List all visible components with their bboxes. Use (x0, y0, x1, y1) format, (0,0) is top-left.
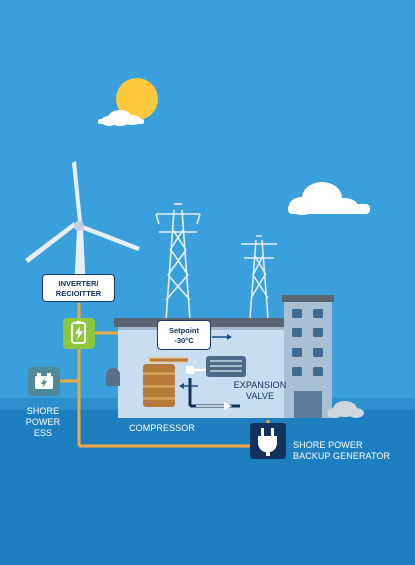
inverter-label-line-1: INVERTER/ (58, 279, 99, 288)
compressor-label: COMPRESSOR (129, 423, 196, 433)
battery-charging-icon[interactable] (63, 318, 95, 349)
refrigerant-piping (179, 366, 240, 410)
shore-power-ess-label: SHORE POWER ESS (20, 406, 66, 439)
shore-power-ess-line-2: POWER (25, 417, 61, 427)
evaporator-coil-icon (206, 356, 246, 377)
tank-icon (143, 357, 188, 407)
vent-dome-icon (106, 368, 120, 386)
setpoint-label-line-2: -30°C (174, 336, 194, 345)
plug-icon[interactable] (250, 423, 286, 459)
expansion-valve-line-2: VALVE (245, 391, 275, 401)
setpoint-arrow (212, 334, 232, 340)
sea (0, 398, 415, 565)
bushes-icon (327, 401, 364, 418)
office-building (282, 295, 334, 418)
setpoint-label-box: Setpoint -30°C (157, 320, 211, 350)
cloud-small-icon (98, 110, 144, 126)
shore-power-ess-line-3: ESS (33, 428, 53, 438)
setpoint-label-line-1: Setpoint (169, 326, 199, 335)
pylon-right-icon (241, 235, 277, 319)
shore-power-ess-line-1: SHORE (26, 406, 60, 416)
sun-icon (116, 78, 158, 120)
inverter-label-line-2: RECIOITTER (55, 289, 102, 298)
power-wiring (60, 303, 270, 448)
shore-power-backup-line-1: SHORE POWER (293, 440, 363, 450)
expansion-valve-label: EXPANSION VALVE (230, 380, 290, 402)
cloud-large-icon (288, 182, 370, 215)
battery-icon[interactable] (28, 367, 60, 396)
expansion-valve-line-1: EXPANSION (233, 380, 287, 390)
pylon-left-icon (155, 203, 201, 321)
shore-power-backup-line-2: BACKUP GENERATOR (293, 451, 391, 461)
shore-power-backup-label: SHORE POWER BACKUP GENERATOR (293, 440, 390, 462)
wind-turbine-icon (25, 161, 140, 292)
inverter-label-box: INVERTER/ RECIOITTER (42, 274, 115, 302)
